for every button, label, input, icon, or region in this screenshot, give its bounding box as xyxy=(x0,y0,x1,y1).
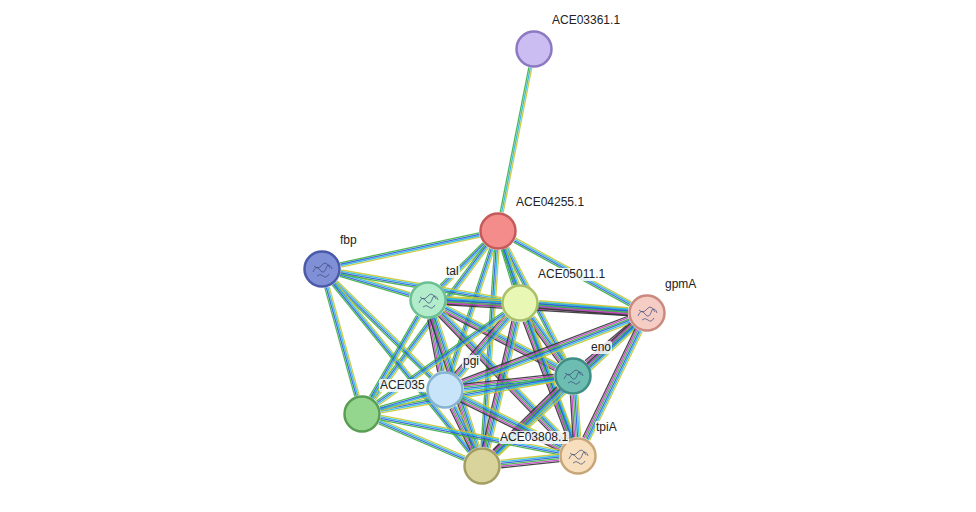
evidence-line xyxy=(380,396,426,409)
evidence-line xyxy=(462,318,628,381)
interaction-edge xyxy=(380,393,428,411)
protein-label: fbp xyxy=(339,234,358,247)
protein-label: tpiA xyxy=(595,421,618,434)
protein-circle xyxy=(303,250,341,288)
protein-node: ACE03361.1 xyxy=(515,30,553,68)
evidence-line xyxy=(586,330,638,439)
interaction-edge xyxy=(325,287,359,397)
evidence-line xyxy=(340,234,479,264)
evidence-line xyxy=(340,233,479,263)
evidence-line xyxy=(588,331,640,440)
protein-label: ACE03808.1 xyxy=(499,431,569,444)
evidence-line xyxy=(498,329,635,456)
protein-label: ACE03361.1 xyxy=(551,14,621,27)
protein-circle xyxy=(409,281,447,319)
protein-node: ACE04255.1 xyxy=(479,212,517,250)
protein-label: ACE05011.1 xyxy=(537,268,606,281)
evidence-line xyxy=(329,287,359,395)
protein-circle xyxy=(501,284,539,322)
protein-circle xyxy=(343,395,381,433)
interaction-edge xyxy=(450,405,477,450)
evidence-line xyxy=(587,330,639,439)
evidence-line xyxy=(462,319,628,382)
protein-node: fbp xyxy=(303,250,341,288)
evidence-line xyxy=(570,395,573,437)
evidence-line xyxy=(464,322,630,385)
evidence-line xyxy=(380,393,426,406)
protein-node: tal xyxy=(409,281,447,319)
interaction-edge xyxy=(501,454,560,468)
protein-label: ACE04255.1 xyxy=(515,196,585,209)
evidence-line xyxy=(539,308,628,315)
evidence-line xyxy=(502,68,531,213)
protein-node: ACE03808.1 xyxy=(463,447,501,485)
protein-node: gpmA xyxy=(628,294,666,332)
protein-circle xyxy=(426,371,464,409)
evidence-line xyxy=(454,407,474,449)
protein-label: ACE035 xyxy=(379,379,426,392)
evidence-line xyxy=(590,332,642,441)
interaction-edge xyxy=(500,67,532,212)
protein-label: pgi xyxy=(462,355,480,368)
protein-circle xyxy=(554,357,592,395)
evidence-line xyxy=(500,67,529,212)
interaction-edge xyxy=(379,419,466,460)
protein-circle xyxy=(628,294,666,332)
evidence-line xyxy=(451,408,471,450)
protein-node: eno xyxy=(554,357,592,395)
interaction-edge xyxy=(461,316,630,386)
evidence-line xyxy=(463,320,629,383)
evidence-line xyxy=(341,236,480,266)
protein-node: ACE05011.1 xyxy=(501,284,539,322)
protein-label: gpmA xyxy=(664,278,697,291)
evidence-line xyxy=(584,329,636,438)
protein-circle xyxy=(479,212,517,250)
protein-label: eno xyxy=(590,341,612,354)
protein-label: tal xyxy=(445,265,460,278)
interaction-edge xyxy=(583,328,642,440)
evidence-line xyxy=(503,68,532,213)
protein-node: pgi xyxy=(426,371,464,409)
evidence-line xyxy=(453,407,473,449)
interaction-edge xyxy=(539,301,629,315)
evidence-line xyxy=(340,275,410,295)
evidence-line xyxy=(461,316,627,379)
protein-node: ACE035 xyxy=(343,395,381,433)
evidence-line xyxy=(501,462,559,468)
protein-circle xyxy=(515,30,553,68)
evidence-line xyxy=(539,307,628,314)
evidence-line xyxy=(380,395,426,408)
evidence-line xyxy=(341,237,480,267)
interaction-edge xyxy=(570,395,580,438)
protein-circle xyxy=(463,447,501,485)
evidence-line xyxy=(583,328,635,437)
interaction-edge xyxy=(340,233,480,267)
